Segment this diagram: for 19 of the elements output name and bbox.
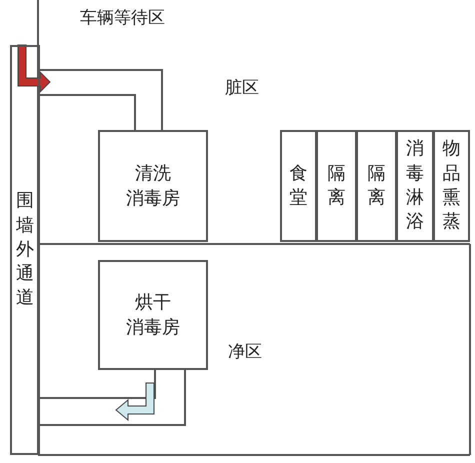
room-label: 清洗消毒房 xyxy=(126,162,180,211)
room-box xyxy=(433,130,470,242)
room-label: 隔离 xyxy=(367,162,386,210)
room-label: 围墙外通道 xyxy=(16,189,34,310)
zone-label: 脏区 xyxy=(225,77,259,99)
zone-label: 净区 xyxy=(228,341,262,363)
room-box xyxy=(280,130,317,242)
zone-label: 车辆等待区 xyxy=(80,7,165,29)
room-box xyxy=(356,130,397,242)
room-box xyxy=(316,130,357,242)
room-box xyxy=(98,260,208,370)
room-label: 烘干消毒房 xyxy=(126,290,180,340)
room-label: 消毒淋浴 xyxy=(406,137,424,234)
room-label: 食堂 xyxy=(289,162,308,210)
room-label: 物品熏蒸 xyxy=(442,137,461,234)
passage-band xyxy=(10,45,40,455)
room-label: 隔离 xyxy=(327,162,346,210)
room-box xyxy=(98,130,208,242)
room-box xyxy=(396,130,434,242)
